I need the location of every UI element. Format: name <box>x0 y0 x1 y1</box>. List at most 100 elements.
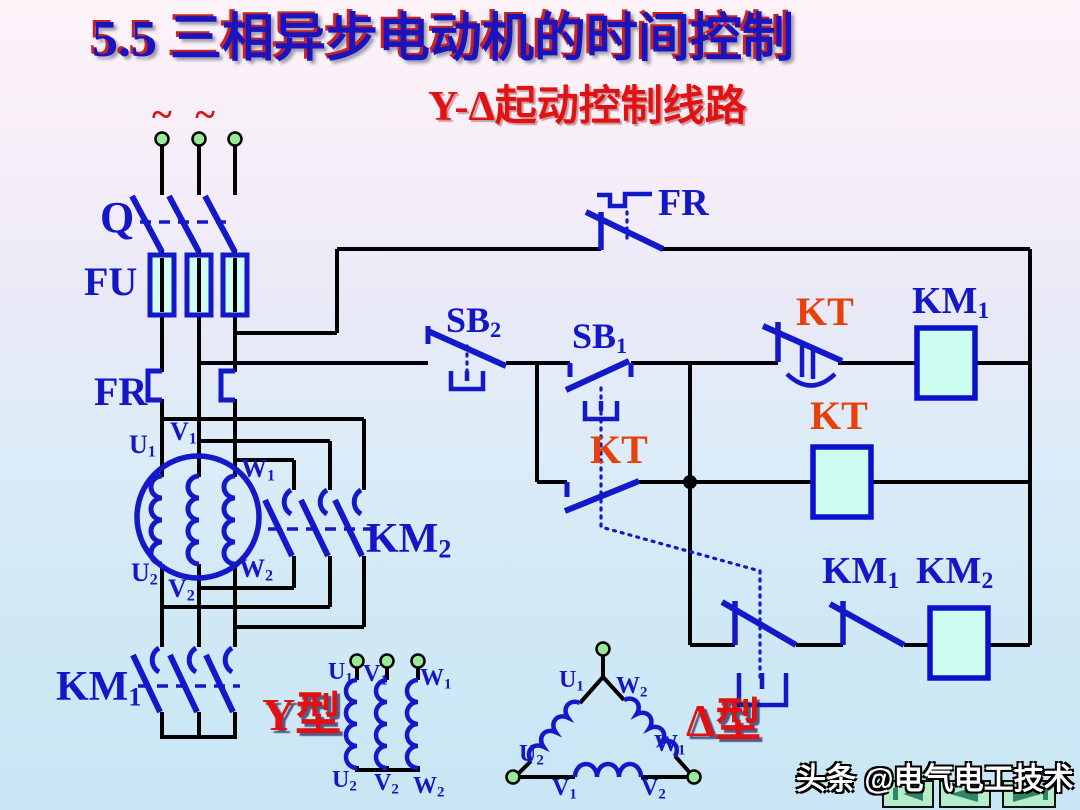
star-terminal-w1: W1 <box>420 666 451 692</box>
thermal-relay-fr-elements <box>145 368 235 403</box>
v2-base: V <box>641 775 659 801</box>
w1-base: W <box>654 731 678 757</box>
u1-sub: 1 <box>576 678 584 695</box>
delta-terminal-v2: V2 <box>641 776 666 802</box>
nav-prev-button[interactable] <box>939 780 991 808</box>
fuse-fu <box>147 252 250 318</box>
u2-sub: 2 <box>149 571 158 589</box>
kt-no-contact-label: KT <box>590 427 648 472</box>
kt-coil <box>810 444 874 520</box>
v1-sub: 1 <box>569 786 577 803</box>
motor-terminal-w2: W2 <box>239 556 273 585</box>
fr-element-label: FR <box>94 369 148 414</box>
v1-base: V <box>363 661 381 687</box>
skip-start-bar-icon <box>893 788 898 800</box>
km1-sub: 1 <box>887 568 900 595</box>
km2-sub: 2 <box>981 568 994 595</box>
junction-dot <box>683 475 697 489</box>
km2-main-contact-label: KM2 <box>366 518 451 563</box>
knife-switch-q <box>129 194 238 254</box>
v2-base: V <box>168 574 187 603</box>
w1-sub: 1 <box>267 467 276 485</box>
sb1-base: SB <box>572 316 617 356</box>
w1-sub: 1 <box>444 676 452 693</box>
nav-buttons <box>882 780 1056 808</box>
u1-base: U <box>559 667 577 693</box>
v2-sub: 2 <box>391 781 399 798</box>
delta-diagram-label: Δ型 <box>686 695 761 746</box>
w2-base: W <box>413 773 437 799</box>
km1-sub: 1 <box>977 298 990 325</box>
delta-terminal-w2: W2 <box>616 674 647 700</box>
u1-sub: 1 <box>345 670 353 687</box>
star-terminal-v1: V1 <box>363 662 388 688</box>
w2-sub: 2 <box>437 784 445 801</box>
fr-nc-contact <box>584 191 665 252</box>
sb2-button-label: SB2 <box>446 302 501 341</box>
delta-terminal-v1: V1 <box>552 776 577 802</box>
motor-terminal-u1: U1 <box>129 432 156 461</box>
km1-base: KM <box>912 280 978 322</box>
skip-start-arrow-icon <box>903 787 923 801</box>
motor-terminal-v1: V1 <box>170 419 197 448</box>
star-terminal-u2: U2 <box>332 768 357 794</box>
motor-windings <box>148 473 236 567</box>
kt-delayed-nc-contact <box>761 322 844 388</box>
fu-fuse-label: FU <box>84 259 138 304</box>
u2-sub: 2 <box>536 752 544 769</box>
next-arrow-icon <box>1013 786 1041 802</box>
w2-base: W <box>239 554 265 583</box>
km1-aux-contact <box>828 601 906 648</box>
sb2-base: SB <box>446 300 491 340</box>
u2-base: U <box>332 767 350 793</box>
km1-main-contacts <box>130 645 240 714</box>
delta-terminal-u1: U1 <box>559 668 584 694</box>
sb2-nc-button <box>425 326 508 392</box>
delta-terminal-w1: W1 <box>654 732 685 758</box>
w1-sub: 1 <box>678 742 686 759</box>
power-terminals <box>154 131 243 147</box>
motor-terminal-v2: V2 <box>168 576 195 605</box>
prev-arrow-icon <box>950 786 978 802</box>
kt-no-contact <box>563 478 641 514</box>
km1-base: KM <box>822 550 888 592</box>
sb1-sub: 1 <box>616 332 628 358</box>
star-terminal-u1: U1 <box>328 660 353 686</box>
km1-coil-label: KM1 <box>912 282 989 324</box>
u1-base: U <box>129 430 148 459</box>
u1-sub: 1 <box>147 443 156 461</box>
w2-sub: 2 <box>265 567 274 585</box>
sb1-button-label: SB1 <box>572 318 627 357</box>
star-terminal-v2: V2 <box>374 771 399 797</box>
km1-base: KM <box>56 664 129 710</box>
km1-aux-contact-label: KM1 <box>822 552 899 594</box>
v1-sub: 1 <box>380 672 388 689</box>
q-switch-label: Q <box>100 193 135 242</box>
nav-first-button[interactable] <box>882 780 934 808</box>
km2-base: KM <box>916 550 982 592</box>
v1-sub: 1 <box>188 430 197 448</box>
km2-sub: 2 <box>438 534 452 564</box>
motor-terminal-w1: W1 <box>241 456 275 485</box>
w1-base: W <box>420 665 444 691</box>
kt-coil-label: KT <box>810 393 868 438</box>
km2-coil <box>927 605 991 681</box>
star-terminal-w2: W2 <box>413 774 444 800</box>
motor-terminal-u2: U2 <box>131 560 158 589</box>
u2-sub: 2 <box>349 778 357 795</box>
v1-base: V <box>170 417 189 446</box>
v2-base: V <box>374 770 392 796</box>
star-winding-diagram <box>343 653 426 772</box>
star-diagram-label: Y型 <box>262 689 342 740</box>
kt-delayed-contact-label: KT <box>796 289 854 334</box>
nav-next-button[interactable] <box>1002 780 1056 808</box>
v2-sub: 2 <box>186 587 195 605</box>
delta-terminal-u2: U2 <box>519 742 544 768</box>
page-title: 5.5 三相异步电动机的时间控制 <box>92 11 795 68</box>
sb1-no-button <box>564 358 762 683</box>
motor <box>134 453 262 581</box>
km2-base: KM <box>366 516 439 562</box>
w2-sub: 2 <box>640 684 648 701</box>
